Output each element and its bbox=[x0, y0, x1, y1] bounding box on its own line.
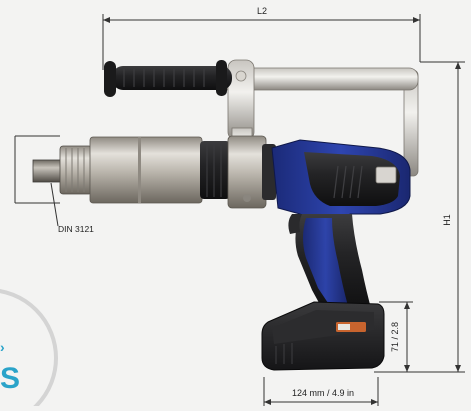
battery-top bbox=[272, 310, 374, 344]
battery-label-inner bbox=[338, 324, 350, 330]
handle-height-dimension bbox=[379, 301, 413, 373]
badge-glyph: S bbox=[0, 362, 20, 395]
gearbox-seam bbox=[138, 137, 141, 203]
collar-ribs bbox=[206, 143, 222, 197]
battery-arrow-left bbox=[264, 399, 271, 405]
badge-mark: › bbox=[0, 339, 5, 355]
black-collar bbox=[200, 141, 230, 199]
badge: S › bbox=[0, 289, 58, 411]
direction-switch bbox=[375, 166, 397, 184]
motor-vents bbox=[333, 165, 363, 199]
drive-dimension bbox=[14, 135, 60, 227]
handle-arrow-bottom bbox=[404, 365, 410, 372]
reaction-nut bbox=[59, 145, 93, 195]
trigger bbox=[288, 214, 302, 234]
h1-arrow-top bbox=[455, 62, 461, 69]
h1-label: H1 bbox=[442, 214, 452, 226]
drill-grip-blue-panel bbox=[303, 218, 348, 306]
badge-ring bbox=[0, 289, 58, 411]
torque-tool bbox=[32, 59, 419, 371]
battery-dimension bbox=[263, 377, 379, 406]
din-label: DIN 3121 bbox=[58, 224, 94, 234]
grip-ribs bbox=[123, 69, 205, 87]
handle-arrow-top bbox=[404, 302, 410, 309]
support-handle bbox=[104, 59, 419, 177]
din-leader-line bbox=[50, 182, 59, 227]
l2-label: L2 bbox=[257, 6, 267, 16]
l2-arrow-right bbox=[413, 17, 420, 23]
battery-arrow-right bbox=[371, 399, 378, 405]
battery-width-label: 124 mm / 4.9 in bbox=[292, 388, 354, 398]
dimension-l2 bbox=[102, 14, 421, 70]
ring-screw-icon bbox=[243, 194, 251, 202]
gearbox-barrel bbox=[89, 136, 203, 204]
handle-height-label: 71 / 2.8 bbox=[390, 322, 400, 352]
h1-arrow-bottom bbox=[455, 365, 461, 372]
grip-guard bbox=[216, 60, 227, 96]
handle-rubber-grip bbox=[112, 66, 232, 90]
square-drive bbox=[32, 159, 64, 183]
clamp-bolt-icon bbox=[235, 70, 247, 82]
grip-end-cap bbox=[104, 61, 116, 97]
l2-arrow-left bbox=[103, 17, 110, 23]
battery-ribs bbox=[275, 343, 293, 364]
